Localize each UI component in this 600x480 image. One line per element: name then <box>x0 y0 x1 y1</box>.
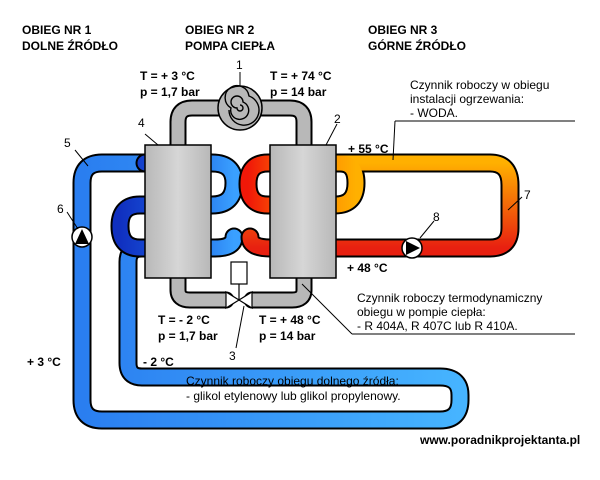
svg-text:Czynnik roboczy obiegu dolnego: Czynnik roboczy obiegu dolnego źródła: <box>186 374 399 388</box>
header-circuit-2: OBIEG NR 2 POMPA CIEPŁA <box>185 23 275 53</box>
state-expansion-out: T = - 2 °C p = 1,7 bar <box>158 313 218 343</box>
temp-ground-supply: + 3 °C <box>27 355 61 369</box>
svg-text:1: 1 <box>236 58 243 72</box>
temp-heating-return: + 48 °C <box>347 261 388 275</box>
svg-text:T = + 3 °C: T = + 3 °C <box>140 69 195 83</box>
svg-text:T = - 2 °C: T = - 2 °C <box>158 313 210 327</box>
pump-icon <box>71 226 93 248</box>
svg-text:3: 3 <box>229 349 236 363</box>
svg-text:OBIEG NR 1: OBIEG NR 1 <box>22 23 92 37</box>
state-condenser-in: T = + 74 °C p = 14 bar <box>270 69 332 99</box>
ground-loop <box>72 153 470 430</box>
svg-text:POMPA CIEPŁA: POMPA CIEPŁA <box>185 39 275 53</box>
svg-text:- WODA.: - WODA. <box>410 106 458 120</box>
website-url: www.poradnikprojektanta.pl <box>419 433 580 447</box>
refrigerant-loop <box>169 99 313 309</box>
condenser <box>269 144 337 279</box>
svg-text:p = 1,7 bar: p = 1,7 bar <box>158 329 218 343</box>
svg-text:4: 4 <box>138 116 145 130</box>
expansion-valve-icon <box>225 261 253 310</box>
svg-text:Czynnik roboczy w obiegu: Czynnik roboczy w obiegu <box>410 78 549 92</box>
heating-loop <box>238 153 520 258</box>
svg-text:p = 1,7 bar: p = 1,7 bar <box>140 85 200 99</box>
pump-icon <box>401 237 423 259</box>
header-circuit-1: OBIEG NR 1 DOLNE ŹRÓDŁO <box>22 23 118 53</box>
state-evaporator-in: T = + 3 °C p = 1,7 bar <box>140 69 200 99</box>
leader-lines <box>66 72 575 412</box>
evaporator <box>144 144 212 279</box>
svg-text:p = 14 bar: p = 14 bar <box>259 329 316 343</box>
svg-text:instalacji ogrzewania:: instalacji ogrzewania: <box>410 92 524 106</box>
svg-text:GÓRNE ŹRÓDŁO: GÓRNE ŹRÓDŁO <box>368 38 466 53</box>
svg-text:- glikol etylenowy lub glikol: - glikol etylenowy lub glikol propylenow… <box>186 389 401 403</box>
temp-ground-return: - 2 °C <box>143 355 174 369</box>
svg-text:7: 7 <box>524 188 531 202</box>
svg-text:T = + 48 °C: T = + 48 °C <box>259 313 321 327</box>
component-numbers: 1 2 3 4 5 6 7 8 <box>57 58 531 363</box>
state-expansion-in: T = + 48 °C p = 14 bar <box>259 313 321 343</box>
svg-text:T = + 74 °C: T = + 74 °C <box>270 69 332 83</box>
temp-heating-supply: + 55 °C <box>348 142 389 156</box>
svg-text:OBIEG NR 2: OBIEG NR 2 <box>185 23 255 37</box>
note-ground-medium: Czynnik roboczy obiegu dolnego źródła: -… <box>186 374 401 403</box>
note-refrigerant: Czynnik roboczy termodynamiczny obiegu w… <box>357 291 542 333</box>
svg-text:6: 6 <box>57 202 64 216</box>
svg-text:2: 2 <box>334 112 341 126</box>
header-circuit-3: OBIEG NR 3 GÓRNE ŹRÓDŁO <box>368 23 466 53</box>
svg-text:5: 5 <box>64 136 71 150</box>
svg-text:DOLNE ŹRÓDŁO: DOLNE ŹRÓDŁO <box>22 38 118 53</box>
svg-text:8: 8 <box>433 210 440 224</box>
svg-text:OBIEG NR 3: OBIEG NR 3 <box>368 23 438 37</box>
note-heating-medium: Czynnik roboczy w obiegu instalacji ogrz… <box>410 78 549 120</box>
svg-text:- R 404A, R 407C lub R 410A.: - R 404A, R 407C lub R 410A. <box>357 319 518 333</box>
svg-text:Czynnik roboczy termodynamiczn: Czynnik roboczy termodynamiczny <box>357 291 542 305</box>
svg-text:obiegu w pompie ciepła:: obiegu w pompie ciepła: <box>357 305 486 319</box>
svg-text:p = 14 bar: p = 14 bar <box>270 85 327 99</box>
compressor-coil-icon <box>217 84 263 131</box>
